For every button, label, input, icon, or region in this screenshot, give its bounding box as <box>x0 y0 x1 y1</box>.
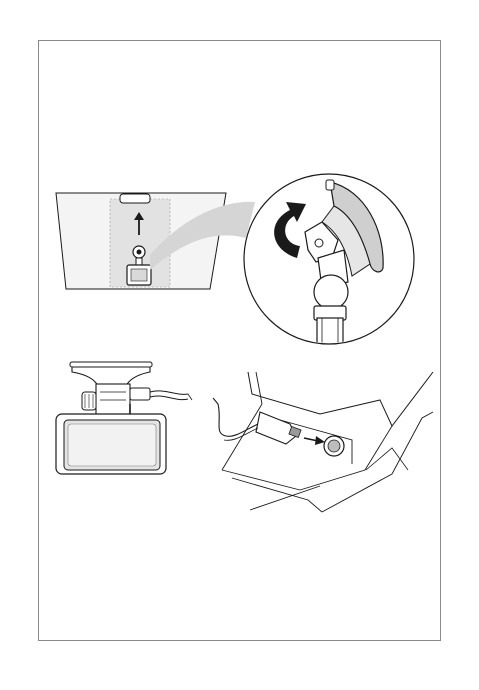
car-charger-socket <box>213 372 433 512</box>
cigarette-socket <box>324 436 344 456</box>
camera-suction-cup <box>72 366 150 386</box>
arrow-right-icon <box>304 436 325 445</box>
adjust-knob <box>82 392 96 410</box>
camera-front-view <box>56 362 192 474</box>
charger-cable <box>213 398 258 436</box>
car-charger-plug <box>256 412 301 444</box>
usb-cable-connector <box>130 388 192 400</box>
